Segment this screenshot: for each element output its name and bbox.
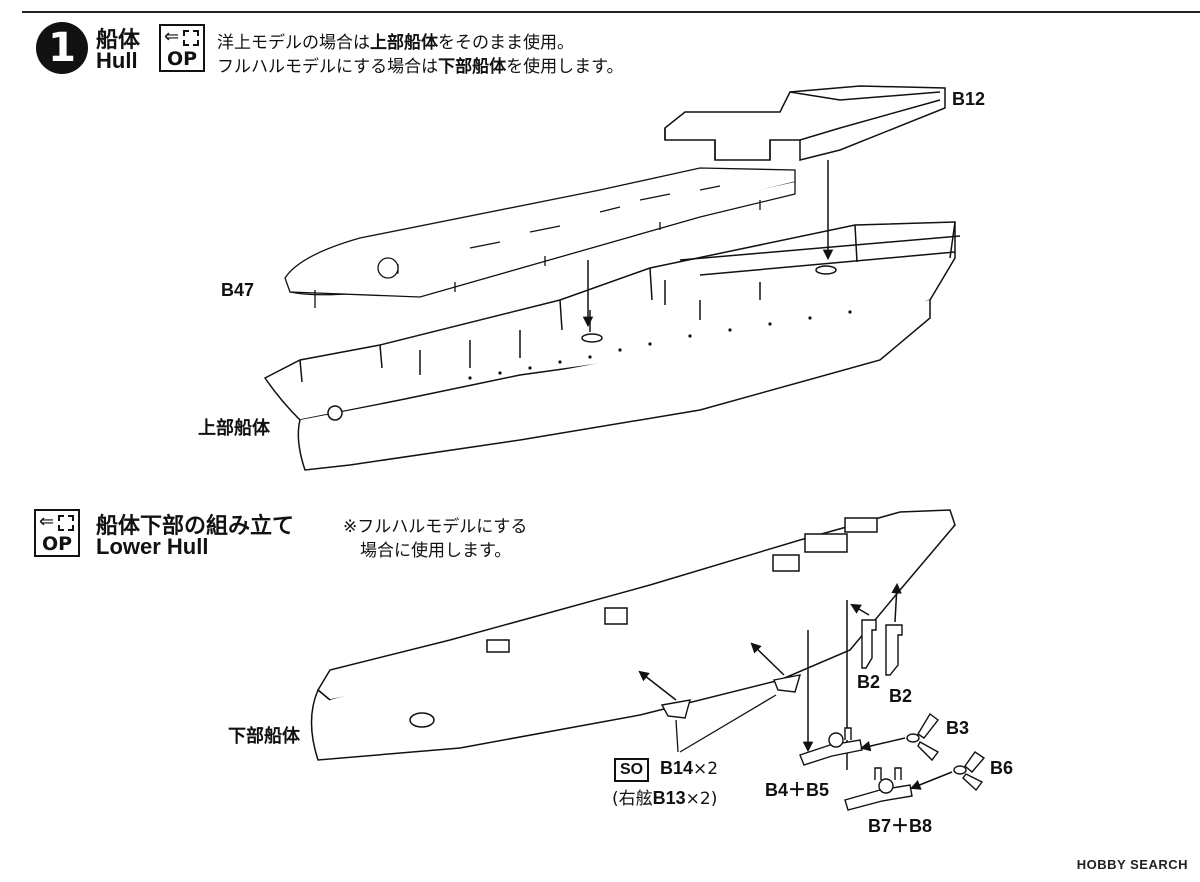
label-b2-right: B2 xyxy=(889,686,913,706)
label-lower-hull: 下部船体 xyxy=(228,726,300,746)
note-emphasis: 上部船体 xyxy=(370,33,438,53)
shaft-b7-b8 xyxy=(844,767,913,811)
fin-parts xyxy=(660,674,801,719)
label-b12: B12 xyxy=(952,89,986,109)
note-emphasis: 下部船体 xyxy=(438,57,507,77)
step1-title-en: Hull xyxy=(96,48,138,73)
b13-prefix: (右舷 xyxy=(612,789,653,809)
dashed-square-icon xyxy=(58,515,74,531)
label-b7-b8: B7＋B8 xyxy=(868,816,933,836)
upper-hull-portholes xyxy=(468,310,852,380)
op-label: OP xyxy=(41,533,73,555)
step-number-badge: 1 xyxy=(36,22,88,74)
b12-part-drawing xyxy=(664,85,946,161)
shaft-b4-b5 xyxy=(799,727,863,766)
label-b14: B14 xyxy=(660,758,694,778)
note-text: フルハルモデルにする場合は xyxy=(217,57,439,77)
propeller-b3 xyxy=(906,712,940,762)
step1-title-jp: 船体 xyxy=(96,28,141,53)
step1-note-line1: 洋上モデルの場合は上部船体をそのまま使用。 xyxy=(217,28,574,53)
step2-note-line2: 場合に使用します。 xyxy=(360,541,512,561)
b13-quantity: ×2) xyxy=(685,789,718,809)
op-optional-badge: ⇐ OP xyxy=(159,24,205,72)
label-b14-line: B14×2 xyxy=(660,758,718,779)
label-b6: B6 xyxy=(990,758,1014,778)
note-text: 洋上モデルの場合は xyxy=(217,33,370,53)
step1-note-line2: フルハルモデルにする場合は下部船体を使用します。 xyxy=(217,52,623,77)
arrow-fin-right xyxy=(750,642,785,676)
arrow-fin-left xyxy=(638,670,677,701)
dashed-square-icon xyxy=(183,30,199,46)
b47-part-drawing xyxy=(284,167,796,308)
label-b47: B47 xyxy=(221,280,255,300)
fin-leader-lines xyxy=(675,694,777,753)
header-rule xyxy=(22,11,1200,13)
step2-title-jp: 船体下部の組み立て xyxy=(96,514,295,539)
note-text: をそのまま使用。 xyxy=(438,33,574,53)
swap-arrow-icon: ⇐ xyxy=(164,26,180,47)
upper-hull-drawing xyxy=(263,221,961,471)
step2-note-line1: ※フルハルモデルにする xyxy=(343,517,528,537)
so-badge: SO xyxy=(614,758,650,782)
label-b4-b5: B4＋B5 xyxy=(765,780,830,800)
label-upper-hull: 上部船体 xyxy=(198,418,270,438)
op-label: OP xyxy=(166,48,198,70)
label-b13: B13 xyxy=(652,788,686,808)
rudder-b2-left xyxy=(861,619,877,669)
note-text: を使用します。 xyxy=(506,57,624,77)
step2-title-en: Lower Hull xyxy=(96,534,209,559)
propeller-b6 xyxy=(953,751,986,792)
label-b13-line: (右舷B13×2) xyxy=(612,784,717,809)
b14-quantity: ×2 xyxy=(693,759,719,779)
swap-arrow-icon: ⇐ xyxy=(39,511,55,532)
op-optional-badge-2: ⇐ OP xyxy=(34,509,80,557)
watermark: HOBBY SEARCH xyxy=(1076,857,1188,872)
rudder-b2-right xyxy=(885,624,903,676)
label-b3: B3 xyxy=(946,718,970,738)
label-b2-left: B2 xyxy=(857,672,881,692)
